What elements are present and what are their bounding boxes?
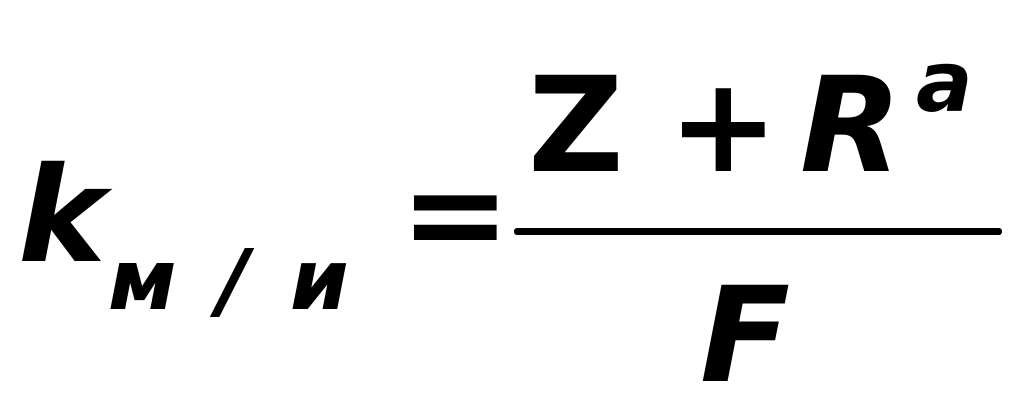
- equals-sign: =: [400, 137, 511, 291]
- lhs-subscript: м / и: [108, 231, 355, 329]
- numerator-plus-operator: +: [668, 49, 779, 203]
- numerator-term-z: Z: [528, 49, 624, 203]
- denominator-term-f: F: [700, 259, 791, 413]
- numerator-superscript: a: [916, 33, 973, 131]
- numerator-term-r: R: [800, 49, 902, 203]
- fraction-bar: [514, 228, 1002, 235]
- lhs-variable: k: [18, 139, 106, 293]
